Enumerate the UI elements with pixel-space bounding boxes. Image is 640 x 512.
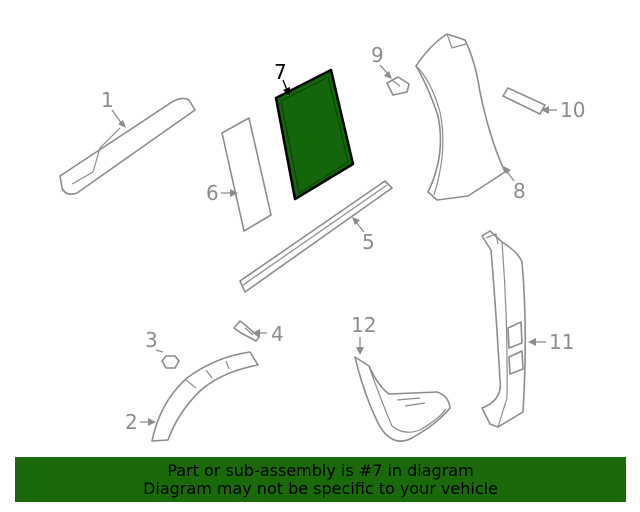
callout-label-3: 3	[145, 328, 158, 352]
part-2-arch-moulding[interactable]	[151, 351, 259, 442]
info-banner: Part or sub-assembly is #7 in diagram Di…	[15, 457, 626, 502]
part-11-quarter-trim[interactable]	[481, 230, 527, 428]
callout-label-10: 10	[560, 98, 585, 122]
callout-label-4: 4	[271, 322, 284, 346]
callout-label-7: 7	[274, 60, 287, 84]
callout-9: 9	[371, 43, 392, 79]
part-8-pillar-trim[interactable]	[415, 33, 506, 201]
part-9-clip[interactable]	[386, 76, 410, 96]
callout-2: 2	[125, 410, 156, 434]
callout-12: 12	[351, 313, 376, 355]
part-12-mud-flap[interactable]	[354, 356, 451, 442]
banner-line-1: Part or sub-assembly is #7 in diagram	[167, 460, 474, 480]
part-10-strip[interactable]	[502, 87, 546, 115]
part-5-belt-moulding[interactable]	[239, 180, 393, 293]
callout-1: 1	[101, 88, 126, 128]
callout-11: 11	[528, 330, 574, 354]
callout-7: 7	[274, 60, 290, 96]
banner-line-2: Diagram may not be specific to your vehi…	[143, 478, 498, 498]
callout-label-5: 5	[362, 230, 375, 254]
callout-8: 8	[503, 166, 526, 203]
callout-5: 5	[352, 217, 375, 254]
callout-label-9: 9	[371, 43, 384, 67]
callout-label-6: 6	[206, 181, 219, 205]
callout-label-12: 12	[351, 313, 376, 337]
callout-label-2: 2	[125, 410, 138, 434]
callout-6: 6	[206, 181, 238, 205]
part-4-bolt[interactable]	[233, 320, 260, 342]
callout-3: 3	[145, 328, 164, 353]
callout-label-11: 11	[549, 330, 574, 354]
callout-label-1: 1	[101, 88, 114, 112]
part-7-window-glass[interactable]	[274, 68, 355, 201]
part-1-scuff-plate[interactable]	[59, 97, 196, 195]
part-3-nut[interactable]	[161, 355, 180, 369]
part-6-pillar-panel[interactable]	[221, 117, 272, 232]
callout-10: 10	[541, 98, 585, 122]
callout-4: 4	[252, 322, 284, 346]
callout-label-8: 8	[513, 179, 526, 203]
